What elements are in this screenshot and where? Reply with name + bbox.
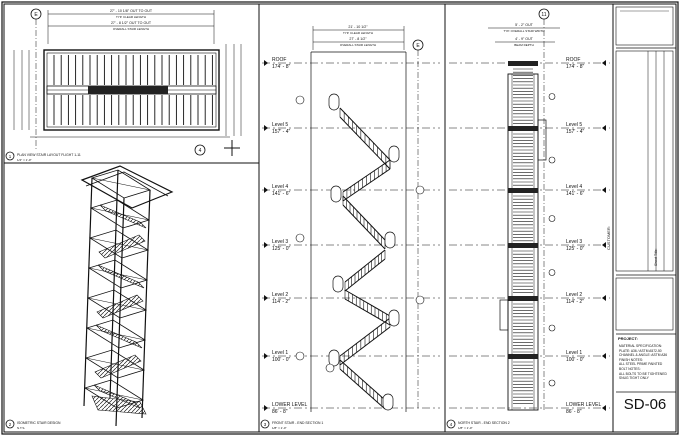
front-level-elev: 100' - 0" [272, 357, 291, 363]
iso-view-title: ISOMETRIC STAIR DESIGN [17, 421, 61, 425]
front-level-name: Level 4 [272, 184, 288, 190]
iso-view-scale: N.T.S. [17, 426, 25, 430]
side-section-view: 5' - 2" OUT TYP. OVERALL STAIR WIDTH 4' … [446, 8, 610, 430]
plan-view-scale: 1/4" = 1'-0" [17, 158, 32, 162]
side-level-elev: 86' - 8" [566, 409, 582, 415]
project-label: PROJECT: [618, 336, 638, 341]
side-level-name: Level 5 [566, 122, 582, 128]
note-line: MATERIAL SPECIFICATION: [619, 344, 662, 348]
front-dim-2: TYP. CLEAR LENGTH [343, 31, 373, 35]
side-level-elev: 100' - 0" [566, 357, 585, 363]
side-dim-4: BEAM DEPTH [514, 43, 534, 47]
front-level-elev: 157' - 4" [272, 129, 291, 135]
side-level-name: Level 3 [566, 239, 582, 245]
side-level-elev: 157' - 4" [566, 129, 585, 135]
side-dim-2: TYP. OVERALL STAIR WIDTH [504, 29, 545, 33]
front-level-elev: 86' - 8" [272, 409, 288, 415]
note-line: FINISH NOTES: [619, 357, 643, 362]
side-level-elev: 174' - 8" [566, 64, 585, 70]
side-dim-1: 5' - 2" OUT [515, 23, 534, 27]
plan-view-title: PLAN VIEW STAIR LAYOUT FLIGHT 1-11 [17, 153, 81, 157]
front-level-elev: 114' - 2" [272, 299, 290, 305]
front-level-name: Level 1 [272, 350, 288, 356]
side-view-scale: 1/8" = 1'-0" [458, 426, 473, 430]
note-line: BOLT NOTES: [619, 366, 641, 371]
front-level-name: Level 2 [272, 292, 288, 298]
title-block-content [615, 6, 676, 393]
front-level-elev: 125' - 0" [272, 246, 291, 252]
svg-text:11: 11 [541, 12, 546, 18]
front-level-name: LOWER LEVEL [272, 402, 308, 408]
side-level-elev: 114' - 2" [566, 299, 584, 305]
front-level-elev: 174' - 8" [272, 64, 291, 70]
front-level-name: Level 5 [272, 122, 288, 128]
front-dim-3: 27' - 8 1/2" [349, 37, 367, 41]
note-line: PLATE: A36 / ASTM A572-50 [619, 348, 662, 353]
side-level-elev: 141' - 6" [566, 191, 585, 197]
front-level-name: ROOF [272, 57, 286, 63]
side-view-title: NORTH STAIR - END SECTION 2 [458, 421, 510, 425]
side-level-name: ROOF [566, 57, 580, 63]
side-level-name: Level 1 [566, 350, 582, 356]
logo-box [615, 6, 674, 46]
side-level-name: Level 4 [566, 184, 582, 190]
note-line: ALL STEEL PRIME PAINTED [619, 362, 663, 367]
note-line: SNUG TIGHT ONLY [619, 376, 649, 381]
front-dim-4: OVERALL STAIR LENGTH [340, 43, 376, 47]
front-level-name: Level 3 [272, 239, 288, 245]
svg-text:3: 3 [264, 422, 267, 427]
front-level-elev: 141' - 6" [272, 191, 291, 197]
grid-bubble-4 [194, 144, 206, 156]
title-block [612, 3, 677, 433]
plan-view: 27' - 10 1/8" OUT TO OUT TYP. CLEAR LENG… [5, 8, 242, 162]
svg-text:4: 4 [450, 422, 453, 427]
grid-bubble-e-label: E [34, 12, 38, 18]
front-view-scale: 1/8" = 1'-0" [272, 426, 287, 430]
svg-text:E: E [416, 43, 420, 49]
svg-text:1: 1 [9, 154, 12, 159]
side-level-name: Level 2 [566, 292, 582, 298]
sheet-title-label: Sheet Title: [654, 248, 658, 266]
plan-dim-3: 27' - 8 1/2" OUT TO OUT [111, 21, 152, 25]
front-view-title: FRONT STAIR - END SECTION 1 [272, 421, 323, 425]
plan-dim-1: 27' - 10 1/8" OUT TO OUT [110, 9, 153, 13]
front-dim-1: 21' - 10 1/2" [348, 25, 368, 29]
notes-block: MATERIAL SPECIFICATION: PLATE: A36 / AST… [619, 344, 675, 381]
note-line: ALL BOLTS TO BE TIGHTENED [619, 371, 667, 376]
sheet-number: SD-06 [623, 396, 667, 413]
side-dim-3: 4' - 9" OUT [515, 37, 534, 41]
side-level-name: LOWER LEVEL [566, 402, 602, 408]
front-section-view: 21' - 10 1/2" TYP. CLEAR LENGTH 27' - 8 … [260, 25, 440, 430]
customer-label: CUSTOMER: [606, 226, 611, 250]
plan-dim-2: TYP. CLEAR LENGTH [116, 15, 146, 19]
note-line: CHANNEL & ANGLE: ASTM A36 [619, 353, 668, 358]
isometric-view: 2 ISOMETRIC STAIR DESIGN N.T.S. [5, 165, 174, 430]
side-level-elev: 125' - 0" [566, 246, 585, 252]
svg-text:2: 2 [9, 422, 12, 427]
grid-bubble-4-label: 4 [199, 148, 202, 154]
plan-dim-4: OVERALL STAIR LENGTH [113, 27, 149, 31]
